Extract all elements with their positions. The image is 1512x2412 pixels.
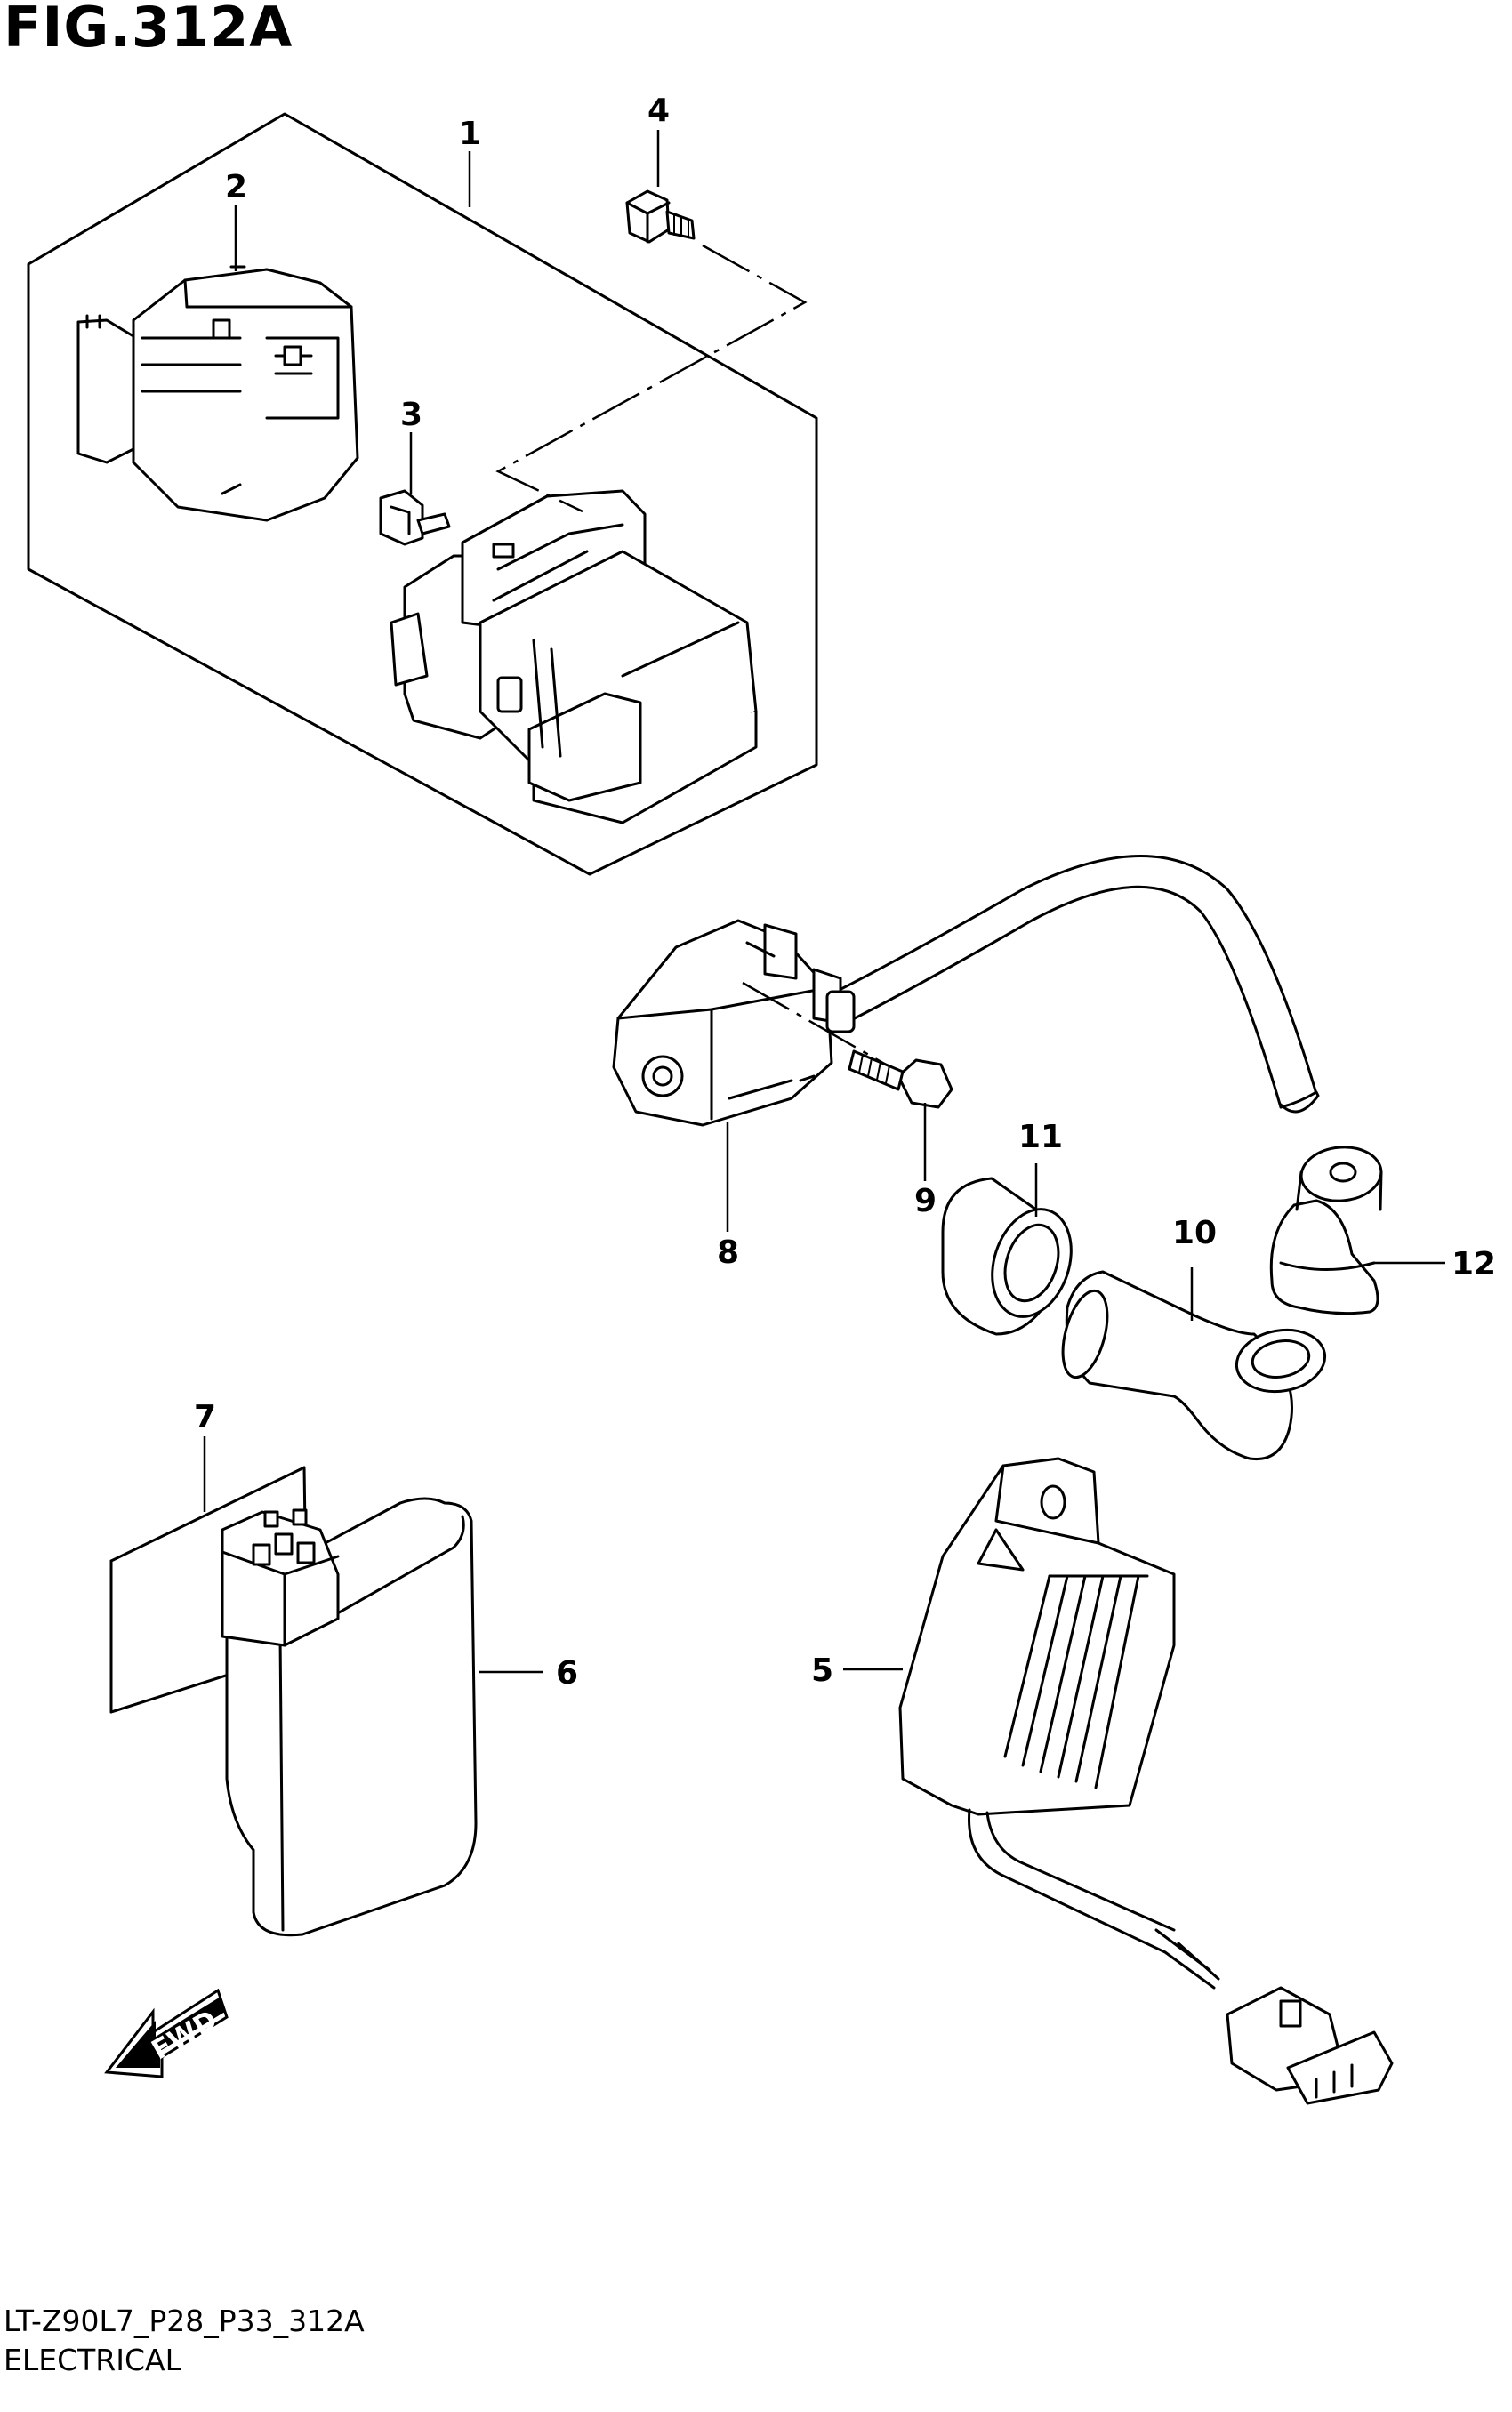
- figure-title: FIG.312A: [4, 0, 294, 60]
- ignition-coil-icon[interactable]: [612, 855, 1320, 1127]
- callout-1: 1: [459, 116, 481, 152]
- callout-7: 7: [194, 1399, 216, 1435]
- assembly-path-bolt: [495, 244, 808, 513]
- bolt-icon[interactable]: [625, 189, 696, 244]
- figure-name: ELECTRICAL: [4, 2343, 181, 2377]
- cdi-unit-icon[interactable]: [221, 1497, 478, 1937]
- callout-2: 2: [225, 169, 247, 205]
- callout-8: 8: [717, 1234, 739, 1271]
- callout-11: 11: [1018, 1119, 1063, 1155]
- seal-ring-icon[interactable]: [941, 1177, 1084, 1336]
- cap-cover-icon[interactable]: [1269, 1144, 1383, 1315]
- figure-code: LT-Z90L7_P28_P33_312A: [4, 2303, 365, 2338]
- callout-12: 12: [1452, 1246, 1496, 1282]
- assembly-path-screw: [742, 981, 899, 1073]
- screw-icon[interactable]: [848, 1049, 953, 1109]
- callout-3: 3: [400, 397, 422, 433]
- relay-cover-icon[interactable]: [76, 265, 359, 522]
- callout-5: 5: [811, 1652, 833, 1689]
- callout-9: 9: [914, 1183, 937, 1219]
- spark-plug-cap-icon[interactable]: [1055, 1270, 1330, 1461]
- regulator-rectifier-icon[interactable]: [898, 1457, 1394, 2105]
- callout-4: 4: [647, 92, 670, 129]
- callout-10: 10: [1172, 1215, 1217, 1251]
- forward-arrow-icon: FWD: [104, 1988, 229, 2078]
- assembly-group-boundary: [27, 112, 818, 876]
- starter-relay-icon[interactable]: [390, 489, 758, 824]
- fuse-icon[interactable]: [379, 489, 451, 546]
- callout-6: 6: [556, 1655, 578, 1692]
